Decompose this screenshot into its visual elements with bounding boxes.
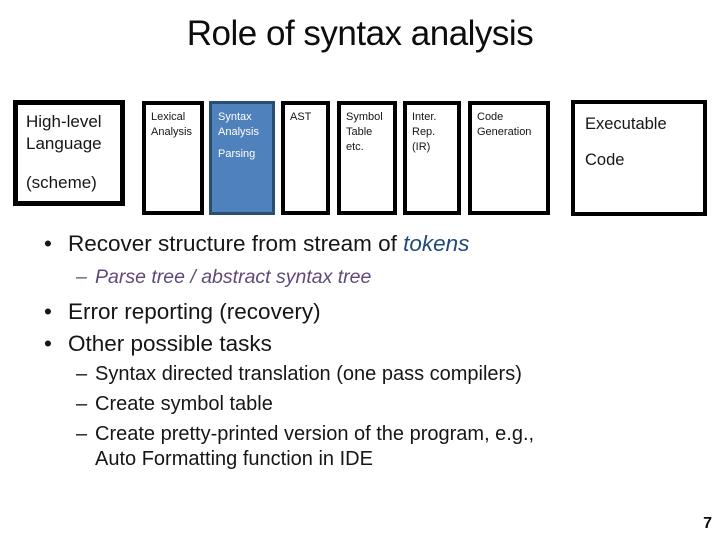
sub-bullet-create-symbol-table: – Create symbol table: [0, 392, 668, 417]
symbol-box-line2: Table: [346, 125, 373, 138]
code-generation-box: Code Generation: [468, 101, 550, 215]
bullet-error-reporting-text: Error reporting (recovery): [68, 298, 321, 324]
dash-marker: –: [76, 392, 88, 415]
bullet-error-reporting: • Error reporting (recovery): [0, 298, 668, 326]
high-level-box-line1: High-level: [26, 112, 102, 131]
syntax-analysis-box-highlighted: Syntax Analysis Parsing: [209, 101, 275, 215]
sub-bullet-parse-tree: – Parse tree / abstract syntax tree: [0, 265, 668, 289]
syntax-box-line2: Analysis: [218, 125, 259, 138]
executable-box-line2: Code: [585, 151, 625, 170]
intermediate-rep-box: Inter. Rep. (IR): [403, 101, 461, 215]
sub-bullet-syntax-directed: – Syntax directed translation (one pass …: [0, 362, 668, 387]
executable-box-line1: Executable: [585, 115, 667, 133]
codegen-box-line1: Code: [477, 111, 504, 123]
high-level-box-line2: Language: [26, 134, 102, 154]
sub-bullet-pretty-printed-text: Create pretty-printed version of the pro…: [95, 422, 535, 470]
bullet-list: • Recover structure from stream of token…: [0, 230, 668, 472]
symbol-box-line3: etc.: [346, 140, 364, 153]
lexical-analysis-box: Lexical Analysis: [142, 101, 204, 215]
lexical-box-line2: Analysis: [151, 125, 192, 138]
bullet-recover-text: Recover structure from stream of tokens: [68, 230, 469, 258]
sub-bullet-create-symbol-table-text: Create symbol table: [95, 392, 273, 415]
lexical-box-line1: Lexical: [151, 111, 186, 123]
bullet-marker: •: [44, 330, 52, 356]
slide-title: Role of syntax analysis: [186, 14, 534, 53]
syntax-box-line3: Parsing: [218, 147, 256, 160]
ast-box-label: AST: [290, 111, 312, 123]
bullet-marker: •: [44, 231, 52, 256]
high-level-language-box: High-level Language (scheme): [13, 100, 125, 206]
dash-marker: –: [76, 422, 88, 445]
page-number: 7: [703, 515, 712, 532]
ir-box-line3: (IR): [412, 140, 431, 153]
bullet-recover-main: Recover structure from stream of: [68, 231, 404, 256]
bullet-recover-tokens-emphasis: tokens: [403, 231, 470, 256]
bullet-other-tasks-text: Other possible tasks: [68, 330, 272, 356]
dash-marker: –: [76, 266, 87, 289]
ast-box: AST: [281, 101, 330, 215]
bullet-other-tasks: • Other possible tasks: [0, 330, 668, 358]
executable-code-box: Executable Code: [571, 100, 707, 216]
high-level-box-note: (scheme): [26, 172, 97, 192]
sub-bullet-pretty-printed: – Create pretty-printed version of the p…: [0, 422, 668, 472]
bullet-marker: •: [44, 298, 52, 324]
sub-bullet-syntax-directed-text: Syntax directed translation (one pass co…: [95, 362, 522, 385]
symbol-table-box: Symbol Table etc.: [337, 101, 397, 215]
dash-marker: –: [76, 362, 88, 385]
ir-box-line1: Inter.: [412, 111, 437, 123]
ir-box-line2: Rep.: [412, 125, 436, 138]
codegen-box-line2: Generation: [477, 125, 532, 138]
sub-bullet-parse-tree-text: Parse tree / abstract syntax tree: [95, 266, 372, 289]
syntax-box-line1: Syntax: [218, 111, 252, 123]
symbol-box-line1: Symbol: [346, 111, 383, 123]
bullet-recover-structure: • Recover structure from stream of token…: [0, 230, 668, 258]
